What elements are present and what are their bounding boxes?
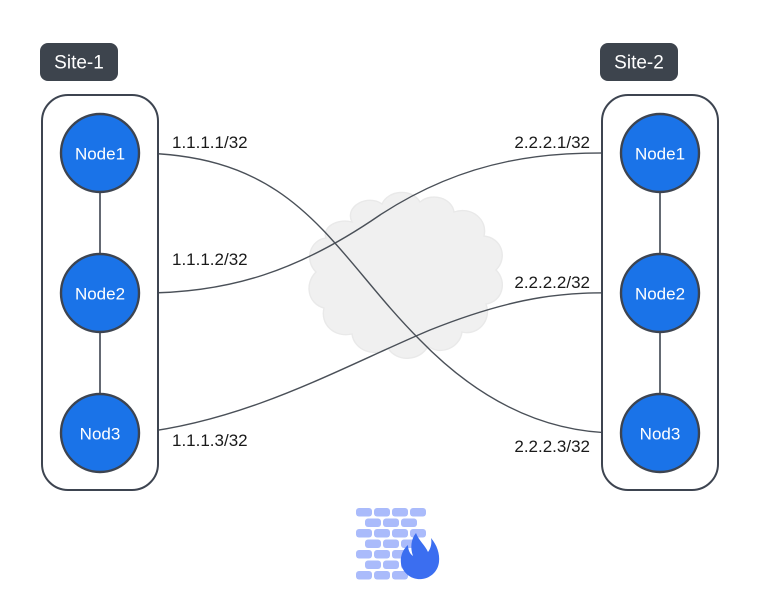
edge-label-2-2-2-1: 2.2.2.1/32 xyxy=(514,133,590,152)
node-label: Nod3 xyxy=(640,425,681,444)
cross-link-group xyxy=(137,152,623,434)
node-label: Node1 xyxy=(635,145,685,164)
node-site1-node1[interactable]: Node1 xyxy=(59,112,141,194)
node-label: Node2 xyxy=(635,285,685,304)
edge-label-1-1-1-1: 1.1.1.1/32 xyxy=(172,133,248,152)
firewall-flame xyxy=(400,533,440,580)
site-2-nodes: Node1 Node2 Nod3 xyxy=(619,112,701,474)
site-1-badge[interactable]: Site-1 xyxy=(40,43,118,81)
node-site1-node3[interactable]: Nod3 xyxy=(59,392,141,474)
node-label: Node1 xyxy=(75,145,125,164)
edge-label-2-2-2-2: 2.2.2.2/32 xyxy=(514,273,590,292)
node-site2-node2[interactable]: Node2 xyxy=(619,252,701,334)
node-site2-node3[interactable]: Nod3 xyxy=(619,392,701,474)
edge-label-1-1-1-2: 1.1.1.2/32 xyxy=(172,250,248,269)
cross-link-1-1-1-3-to-2-2-2-2 xyxy=(137,292,623,434)
node-site1-node2[interactable]: Node2 xyxy=(59,252,141,334)
edge-label-2-2-2-3: 2.2.2.3/32 xyxy=(514,437,590,456)
site-1-nodes: Node1 Node2 Nod3 xyxy=(59,112,141,474)
site-badge-label: Site-2 xyxy=(614,53,664,74)
cross-link-1-1-1-2-to-2-2-2-1 xyxy=(137,152,623,294)
site-2-badge[interactable]: Site-2 xyxy=(600,43,678,81)
edge-labels-right: 2.2.2.1/32 2.2.2.2/32 2.2.2.3/32 xyxy=(514,133,590,456)
firewall-icon xyxy=(356,508,440,580)
node-label: Nod3 xyxy=(80,425,121,444)
node-site2-node1[interactable]: Node1 xyxy=(619,112,701,194)
cross-link-1-1-1-1-to-2-2-2-3 xyxy=(137,152,623,434)
edge-labels-left: 1.1.1.1/32 1.1.1.2/32 1.1.1.3/32 xyxy=(172,133,248,450)
site-badge-label: Site-1 xyxy=(54,53,104,74)
edge-label-1-1-1-3: 1.1.1.3/32 xyxy=(172,431,248,450)
node-label: Node2 xyxy=(75,285,125,304)
internet-cloud xyxy=(308,191,504,359)
firewall-brick-wall xyxy=(356,508,426,580)
